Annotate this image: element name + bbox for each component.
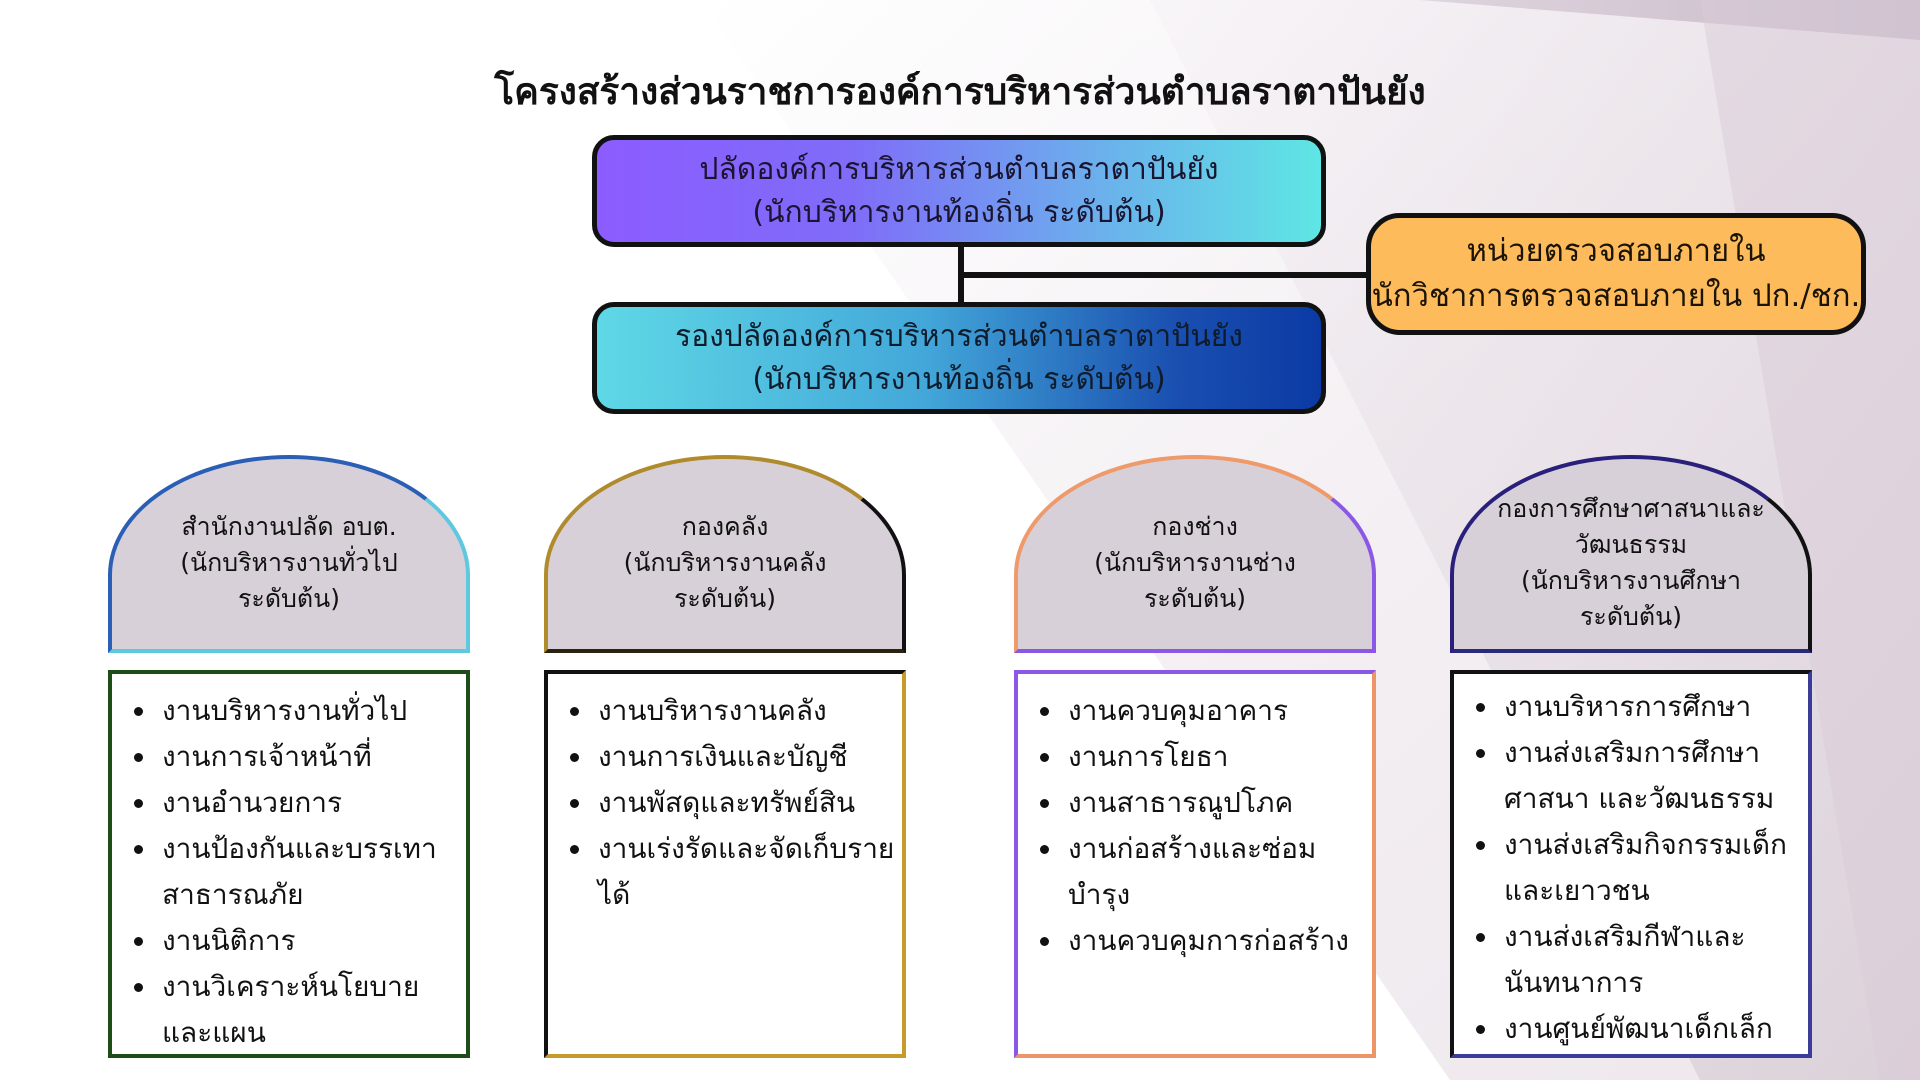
dept-header-education: กองการศึกษาศาสนาและ วัฒนธรรม (นักบริหารง… (1450, 455, 1812, 653)
dept-header-line: กองการศึกษาศาสนาและ (1497, 493, 1765, 523)
dept-header-line: (นักบริหารงานศึกษา (1520, 566, 1742, 595)
head-box: ปลัดองค์การบริหารส่วนตำบลราตาปันยัง (นัก… (592, 135, 1326, 247)
dept-header-line: กองคลัง (681, 511, 769, 541)
audit-box: หน่วยตรวจสอบภายใน นักวิชาการตรวจสอบภายใน… (1366, 213, 1866, 335)
list-item: งานการเงินและบัญชี (570, 734, 896, 780)
audit-position: นักวิชาการตรวจสอบภายใน ปก./ชก. (1371, 278, 1861, 314)
list-item: งานบริหารงานทั่วไป (134, 688, 460, 734)
list-item: งานการเจ้าหน้าที่ (134, 734, 460, 780)
list-item: งานป้องกันและบรรเทาสาธารณภัย (134, 826, 460, 918)
list-item: งานควบคุมอาคาร (1040, 688, 1366, 734)
dept-header-line: ระดับต้น) (237, 584, 341, 614)
deputy-box: รองปลัดองค์การบริหารส่วนตำบลราตาปันยัง (… (592, 302, 1326, 414)
list-item: งานเร่งรัดและจัดเก็บรายได้ (570, 826, 896, 918)
deputy-title: รองปลัดองค์การบริหารส่วนตำบลราตาปันยัง (675, 318, 1243, 354)
head-level: (นักบริหารงานท้องถิ่น ระดับต้น) (752, 195, 1166, 230)
list-item: งานสาธารณูปโภค (1040, 780, 1366, 826)
dept-header-line: สำนักงานปลัด อบต. (181, 511, 397, 541)
list-item: งานพัสดุและทรัพย์สิน (570, 780, 896, 826)
dept-header-office: สำนักงานปลัด อบต. (นักบริหารงานทั่วไป ระ… (108, 455, 470, 653)
list-item: งานส่งเสริมการศึกษาศาสนา และวัฒนธรรม (1476, 730, 1802, 822)
dept-header-line: กองช่าง (1152, 511, 1238, 541)
list-item: งานอำนวยการ (134, 780, 460, 826)
dept-header-line: ระดับต้น) (673, 584, 777, 614)
dept-header-line: ระดับต้น) (1143, 584, 1247, 614)
list-item: งานศูนย์พัฒนาเด็กเล็ก (1476, 1006, 1802, 1052)
list-item: งานส่งเสริมกิจกรรมเด็กและเยาวชน (1476, 822, 1802, 914)
list-item: งานนิติการ (134, 918, 460, 964)
dept-list-finance: งานบริหารงานคลัง งานการเงินและบัญชี งานพ… (544, 670, 906, 1058)
deputy-level: (นักบริหารงานท้องถิ่น ระดับต้น) (752, 362, 1166, 397)
dept-header-line: (นักบริหารงานคลัง (623, 547, 827, 577)
dept-list-engineering: งานควบคุมอาคาร งานการโยธา งานสาธารณูปโภค… (1014, 670, 1376, 1058)
audit-title: หน่วยตรวจสอบภายใน (1466, 233, 1766, 270)
dept-header-line: วัฒนธรรม (1574, 529, 1688, 559)
dept-header-engineering: กองช่าง (นักบริหารงานช่าง ระดับต้น) (1014, 455, 1376, 653)
dept-list-office: งานบริหารงานทั่วไป งานการเจ้าหน้าที่ งาน… (108, 670, 470, 1058)
dept-header-line: (นักบริหารงานช่าง (1094, 547, 1296, 577)
list-item: งานก่อสร้างและซ่อมบำรุง (1040, 826, 1366, 918)
list-item: งานบริหารการศึกษา (1476, 684, 1802, 730)
list-item: งานวิเคราะห์นโยบายและแผน (134, 964, 460, 1056)
list-item: งานควบคุมการก่อสร้าง (1040, 918, 1366, 964)
list-item: งานส่งเสริมกีฬาและนันทนาการ (1476, 914, 1802, 1006)
list-item: งานการโยธา (1040, 734, 1366, 780)
dept-header-finance: กองคลัง (นักบริหารงานคลัง ระดับต้น) (544, 455, 906, 653)
head-title: ปลัดองค์การบริหารส่วนตำบลราตาปันยัง (699, 151, 1219, 187)
list-item: งานบริหารงานคลัง (570, 688, 896, 734)
dept-header-line: ระดับต้น) (1579, 602, 1683, 632)
dept-list-education: งานบริหารการศึกษา งานส่งเสริมการศึกษาศาส… (1450, 670, 1812, 1058)
dept-header-line: (นักบริหารงานทั่วไป (180, 547, 398, 577)
page-title: โครงสร้างส่วนราชการองค์การบริหารส่วนตำบล… (494, 70, 1426, 113)
